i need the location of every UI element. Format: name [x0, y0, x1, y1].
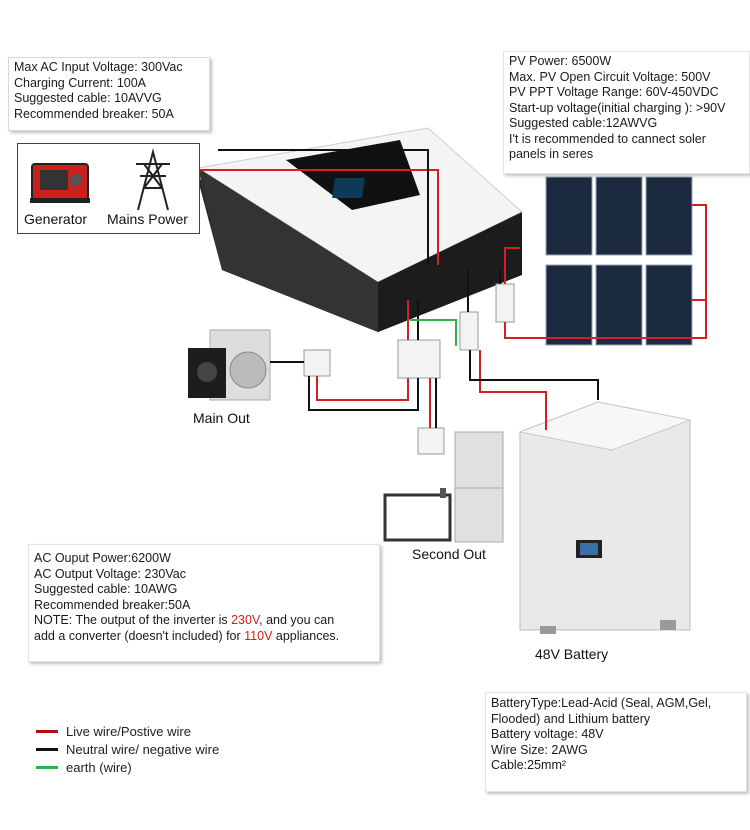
second-out-label: Second Out	[412, 546, 486, 562]
note-text: , and you can	[259, 613, 335, 627]
earth-wire-swatch	[36, 766, 58, 769]
ac-input-line: Recommended breaker: 50A	[14, 106, 174, 121]
legend-neutral: Neutral wire/ negative wire	[36, 742, 219, 757]
note-voltage-230: 230V	[231, 613, 260, 627]
ac-source-box: Generator Mains Power	[17, 143, 200, 234]
note-text: NOTE: The output of the inverter is	[34, 613, 232, 627]
earth-wires	[410, 319, 457, 346]
ac-output-line: Suggested cable: 10AWG	[34, 582, 178, 596]
battery-line: Flooded) and Lithium battery	[491, 711, 651, 726]
ac-output-line: AC Output Voltage: 230Vac	[34, 566, 186, 581]
ac-input-line: Suggested cable: 10AVVG	[14, 91, 162, 105]
ac-output-line: Recommended breaker:50A	[34, 597, 191, 612]
generator-icon	[30, 163, 90, 203]
legend-label: Live wire/Postive wire	[66, 724, 191, 739]
ac-output-note: NOTE: The output of the inverter is 230V…	[34, 613, 379, 629]
ac-input-line: Max AC Input Voltage: 300Vac	[14, 60, 183, 74]
pv-line: I't is recommended to cannect soler	[509, 131, 706, 146]
neutral-wire-swatch	[36, 748, 58, 751]
pv-line: PV PPT Voltage Range: 60V-450VDC	[509, 85, 719, 99]
battery-unit	[518, 401, 692, 634]
mains-power-label: Mains Power	[107, 211, 188, 227]
note-text: appliances.	[272, 628, 340, 643]
neutral-wires	[218, 149, 599, 428]
battery-label: 48V Battery	[535, 646, 609, 662]
battery-line: Wire Size: 2AWG	[491, 742, 588, 757]
pv-line: Start-up voltage(initial charging ): >90…	[509, 100, 726, 115]
battery-line: Battery voltage: 48V	[491, 727, 604, 741]
battery-line: Cable:25mm²	[491, 758, 567, 772]
pv-line: Suggested cable:12AWVG	[509, 116, 658, 130]
ac-output-note: add a converter (doesn't included) for 1…	[34, 629, 379, 645]
live-wires	[200, 169, 707, 430]
battery-info-box: BatteryType:Lead-Acid (Seal, AGM,Gel, Fl…	[485, 692, 747, 792]
inverter	[196, 127, 523, 332]
ac-input-info-box: Max AC Input Voltage: 300Vac Charging Cu…	[8, 57, 210, 131]
legend-live: Live wire/Postive wire	[36, 724, 191, 739]
main-out-appliances	[188, 329, 271, 401]
second-out-appliances	[383, 431, 504, 543]
transmission-tower-icon	[136, 148, 170, 211]
ac-output-line: AC Ouput Power:6200W	[34, 551, 171, 565]
battery-line: BatteryType:Lead-Acid (Seal, AGM,Gel,	[491, 696, 712, 710]
main-out-label: Main Out	[193, 410, 250, 426]
ac-output-info-box: AC Ouput Power:6200W AC Output Voltage: …	[28, 544, 380, 662]
legend-earth: earth (wire)	[36, 760, 132, 775]
note-voltage-110: 110V	[244, 628, 273, 643]
pv-line: Max. PV Open Circuit Voltage: 500V	[509, 69, 711, 84]
live-wire-swatch	[36, 730, 58, 733]
pv-info-box: PV Power: 6500W Max. PV Open Circuit Vol…	[503, 51, 750, 174]
legend-label: earth (wire)	[66, 760, 132, 775]
legend-label: Neutral wire/ negative wire	[66, 742, 220, 757]
pv-line: panels in seres	[509, 147, 594, 161]
solar-panels	[545, 176, 693, 346]
breakers	[303, 283, 515, 455]
note-text: add a converter (doesn't included) for	[34, 628, 245, 643]
pv-line: PV Power: 6500W	[509, 54, 612, 68]
generator-label: Generator	[24, 211, 88, 227]
ac-input-line: Charging Current: 100A	[14, 75, 147, 90]
